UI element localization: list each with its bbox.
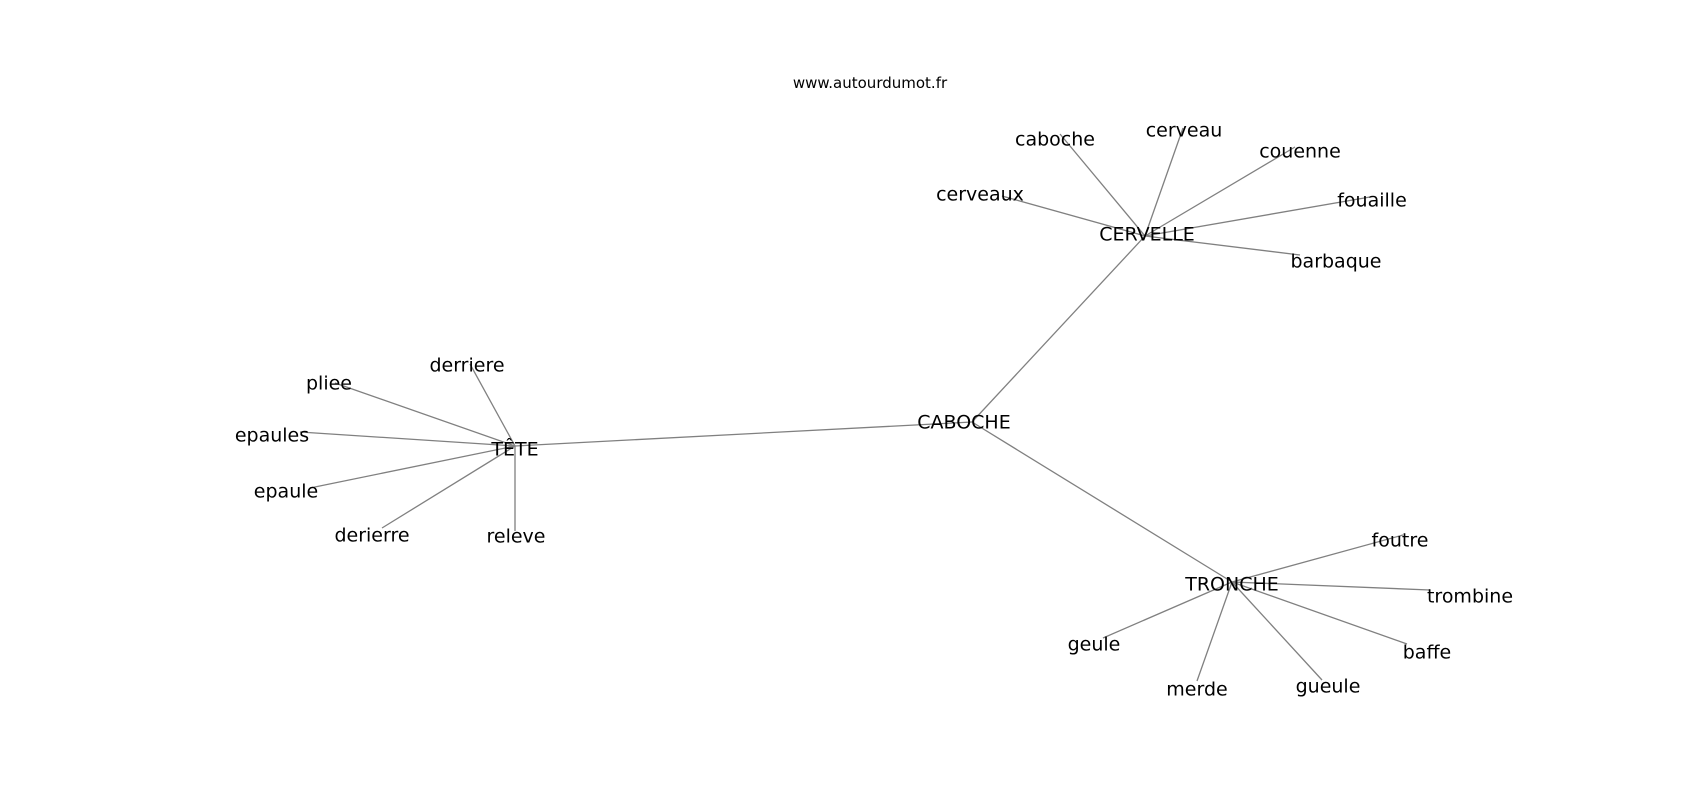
node-leaf: geule xyxy=(1068,634,1121,656)
node-leaf: pliee xyxy=(306,373,352,395)
edge-center-to-hub xyxy=(971,235,1146,423)
node-labels: CABOCHE TÊTE derriere pliee epaules epaule der… xyxy=(235,120,1513,701)
edge-hub-to-leaf xyxy=(299,431,516,447)
node-leaf: trombine xyxy=(1427,586,1513,608)
edge-center-to-hub xyxy=(514,421,973,447)
node-leaf: cerveau xyxy=(1146,120,1223,142)
node-hub: TÊTE xyxy=(490,438,538,461)
edge-hub-to-leaf xyxy=(1231,581,1408,645)
node-leaf: caboche xyxy=(1015,129,1095,151)
node-hub: TRONCHE xyxy=(1184,574,1279,596)
edge-hub-to-leaf xyxy=(1231,581,1431,591)
edge-hub-to-leaf xyxy=(1102,581,1233,639)
edge-hub-to-leaf xyxy=(1144,196,1371,237)
edge-hub-to-leaf xyxy=(1144,127,1184,237)
node-leaf: derriere xyxy=(429,355,504,377)
watermark: www.autourdumot.fr xyxy=(793,74,948,92)
node-leaf: foutre xyxy=(1372,530,1429,552)
node-hub: CERVELLE xyxy=(1099,224,1195,246)
node-leaf: releve xyxy=(487,526,546,548)
edge-hub-to-leaf xyxy=(1144,235,1301,256)
node-leaf: merde xyxy=(1166,679,1227,701)
node-leaf: baffe xyxy=(1403,642,1451,664)
edge-hub-to-leaf xyxy=(1059,133,1146,237)
edge-hub-to-leaf xyxy=(1196,581,1233,682)
edge-center-to-hub xyxy=(971,421,1233,583)
node-leaf: cerveaux xyxy=(936,184,1024,206)
node-leaf: couenne xyxy=(1259,141,1341,163)
edge-hub-to-leaf xyxy=(381,445,516,529)
node-center: CABOCHE xyxy=(917,412,1010,434)
edges xyxy=(299,127,1431,682)
node-leaf: fouaille xyxy=(1337,190,1407,212)
edge-hub-to-leaf xyxy=(1231,534,1404,583)
edge-hub-to-leaf xyxy=(334,382,516,447)
edge-hub-to-leaf xyxy=(309,445,516,489)
edge-hub-to-leaf xyxy=(1001,195,1146,237)
edge-hub-to-leaf xyxy=(469,363,516,447)
node-leaf: barbaque xyxy=(1290,251,1381,273)
node-leaf: epaules xyxy=(235,425,309,447)
edge-hub-to-leaf xyxy=(1144,146,1296,237)
node-leaf: epaule xyxy=(254,481,318,503)
node-leaf: derierre xyxy=(334,525,409,547)
node-leaf: gueule xyxy=(1296,676,1361,698)
edge-hub-to-leaf xyxy=(1231,581,1323,681)
